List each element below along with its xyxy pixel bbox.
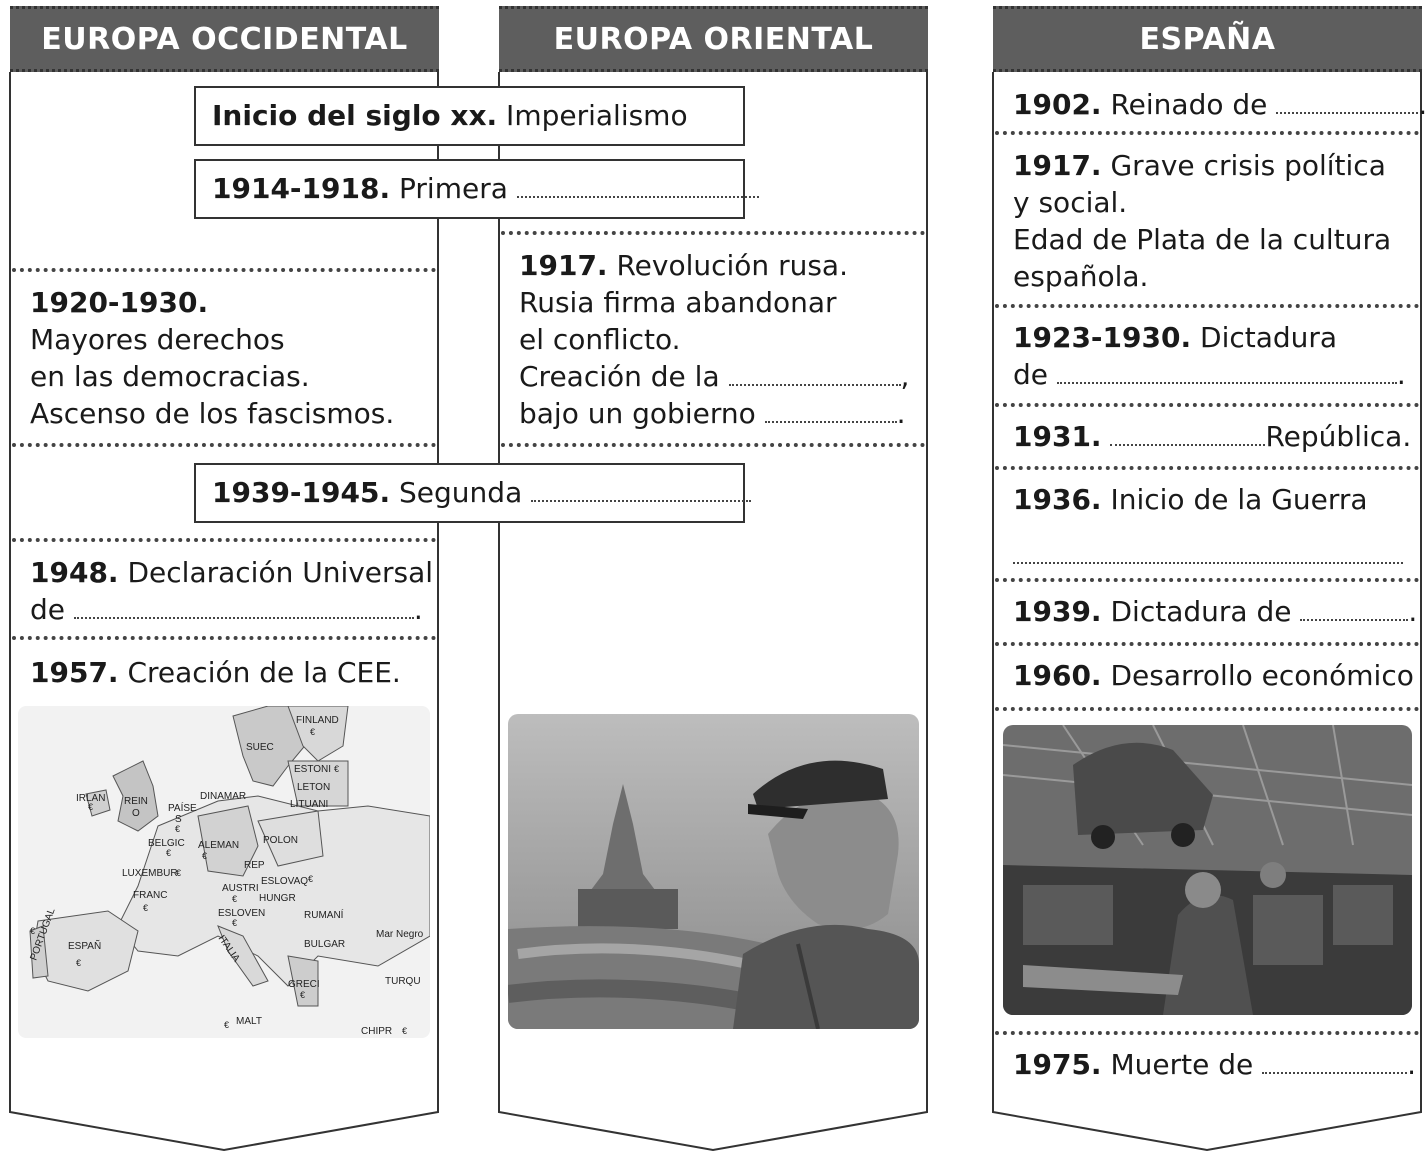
euro-symbol: € — [310, 727, 315, 737]
map-label: ESTONI — [294, 764, 331, 775]
divider — [501, 443, 925, 447]
divider — [995, 131, 1419, 135]
divider — [12, 538, 436, 542]
fill-blank[interactable] — [516, 174, 759, 198]
map-label: ESLOVAQ — [261, 876, 308, 887]
map-label: GRECI — [288, 979, 320, 990]
divider — [995, 578, 1419, 582]
factory-photo — [1003, 725, 1412, 1015]
map-label: PAÍSE — [168, 801, 197, 814]
map-label: REIN — [124, 796, 148, 807]
event-spain-1975: 1975. Muerte de . — [1013, 1048, 1417, 1081]
fill-blank[interactable] — [73, 595, 414, 619]
fill-blank[interactable] — [764, 399, 897, 423]
map-label: ALEMAN — [198, 840, 239, 851]
divider — [995, 707, 1419, 711]
map-label: LITUANI — [290, 799, 328, 810]
euro-symbol: € — [30, 926, 35, 936]
divider — [995, 304, 1419, 308]
event-box-start-century: Inicio del siglo xx. Imperialismo — [194, 86, 745, 146]
euro-symbol: € — [166, 848, 171, 858]
euro-symbol: € — [143, 903, 148, 913]
column-header-west: EUROPA OCCIDENTAL — [10, 6, 439, 72]
fill-blank[interactable] — [531, 478, 752, 502]
column-header-spain: ESPAÑA — [993, 6, 1422, 72]
euro-symbol: € — [232, 894, 237, 904]
map-label: POLON — [263, 835, 298, 846]
event-spain-1923: 1923-1930. Dictadura de . — [1013, 321, 1406, 391]
map-label: FRANC — [133, 890, 167, 901]
event-spain-1902: 1902. Reinado de . — [1013, 86, 1425, 123]
event-spain-1931: 1931. República. — [1013, 420, 1412, 453]
euro-symbol: € — [202, 851, 207, 861]
euro-symbol: € — [76, 958, 81, 968]
event-east-1917: 1917. Revolución rusa. Rusia firma aband… — [519, 249, 910, 430]
divider — [12, 268, 436, 272]
fill-blank[interactable] — [728, 362, 901, 386]
map-label: RUMANÍ — [304, 908, 344, 921]
map-label: CHIPR — [361, 1026, 392, 1037]
event-box-second-war: 1939-1945. Segunda — [194, 463, 752, 523]
divider — [12, 443, 436, 447]
event-west-1957: 1957. Creación de la CEE. — [30, 656, 401, 689]
map-label: REP — [244, 860, 265, 871]
divider — [995, 466, 1419, 470]
map-label: BELGIC — [148, 838, 185, 849]
fill-blank[interactable] — [1276, 90, 1419, 114]
map-label: SUEC — [246, 742, 274, 753]
map-label: LETON — [297, 782, 330, 793]
euro-symbol: € — [224, 1020, 229, 1030]
divider — [501, 231, 925, 235]
map-label: DINAMAR — [200, 791, 246, 802]
event-spain-1939: 1939. Dictadura de . — [1013, 595, 1418, 628]
euro-symbol: € — [232, 918, 237, 928]
map-label: O — [132, 808, 140, 819]
divider — [995, 642, 1419, 646]
fill-blank[interactable] — [1262, 1050, 1408, 1074]
event-west-1920: 1920-1930. Mayores derechos en las democ… — [30, 286, 395, 430]
map-label: LUXEMBUR — [122, 868, 178, 879]
map-label: FINLAND — [296, 715, 339, 726]
europe-map: FINLAND SUEC ESTONI LETON LITUANI IRLAN … — [18, 706, 430, 1038]
fill-blank[interactable] — [1300, 597, 1409, 621]
event-west-1948: 1948. Declaración Universal de . — [30, 556, 434, 626]
stalin-photo — [508, 714, 919, 1029]
event-box-first-war: 1914-1918. Primera — [194, 159, 759, 219]
column-header-east: EUROPA ORIENTAL — [499, 6, 928, 72]
map-label: IRLAN — [76, 793, 105, 804]
fill-blank[interactable] — [1056, 360, 1397, 384]
euro-symbol: € — [176, 868, 181, 878]
map-label: BULGAR — [304, 939, 345, 950]
euro-symbol: € — [334, 764, 339, 774]
euro-symbol: € — [175, 824, 180, 834]
event-spain-1936: 1936. Inicio de la Guerra — [1013, 483, 1368, 516]
map-label: ESPAÑ — [68, 939, 101, 952]
euro-symbol: € — [88, 802, 93, 812]
event-spain-1917: 1917. Grave crisis política y social. Ed… — [1013, 149, 1392, 293]
euro-symbol: € — [308, 874, 313, 884]
divider — [995, 403, 1419, 407]
euro-symbol: € — [402, 1026, 407, 1036]
map-label: TURQU — [385, 976, 421, 987]
map-label: MALT — [236, 1016, 262, 1027]
map-label: ESLOVEN — [218, 908, 265, 919]
event-spain-1960: 1960. Desarrollo económico — [1013, 659, 1414, 692]
euro-symbol: € — [300, 990, 305, 1000]
divider — [995, 1031, 1419, 1035]
map-label: Mar Negro — [376, 929, 424, 940]
divider — [12, 636, 436, 640]
fill-blank[interactable] — [1013, 540, 1403, 564]
map-label: HUNGR — [259, 893, 296, 904]
fill-blank[interactable] — [1110, 422, 1266, 446]
map-label: AUSTRI — [222, 883, 259, 894]
map-label: S — [175, 814, 182, 825]
